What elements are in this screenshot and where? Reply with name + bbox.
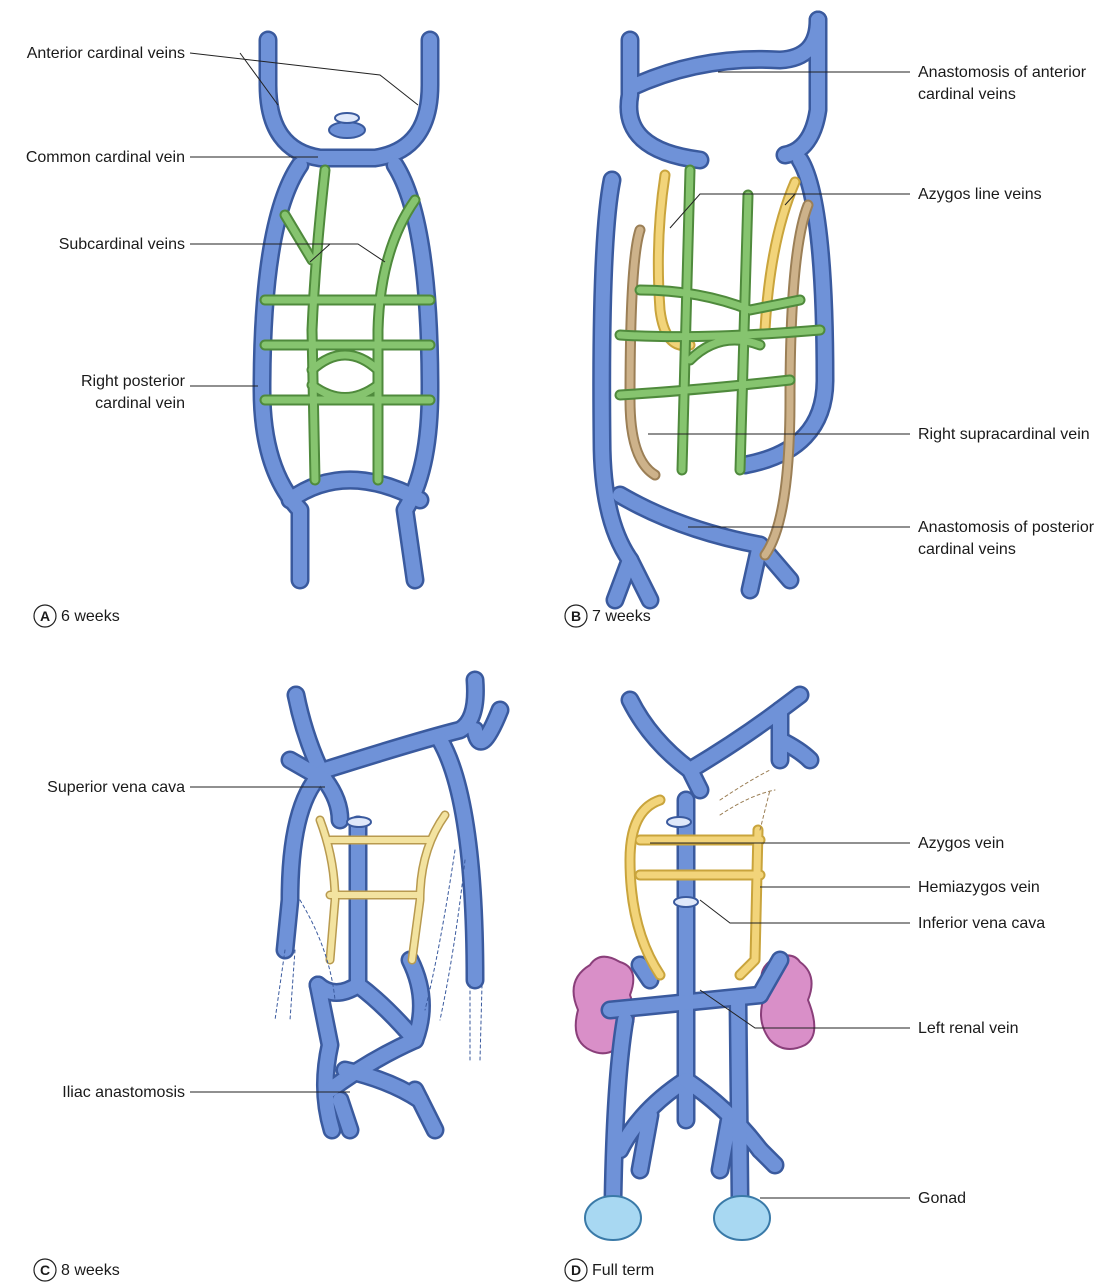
panel-a-caption: A 6 weeks	[34, 605, 120, 627]
panel-d-caption: D Full term	[565, 1259, 654, 1281]
label-azygos-vein: Azygos vein	[918, 835, 1004, 852]
panel-c-veins	[275, 680, 500, 1130]
panel-b-veins	[602, 20, 825, 600]
panel-d-badge: D	[571, 1262, 581, 1278]
panel-b-caption-text: 7 weeks	[592, 608, 651, 625]
label-right-posterior-cardinal-2: cardinal vein	[95, 395, 185, 412]
label-gonad: Gonad	[918, 1190, 966, 1207]
label-anastomosis-anterior-2: cardinal veins	[918, 86, 1016, 103]
panel-a-caption-text: 6 weeks	[61, 608, 120, 625]
label-anastomosis-posterior-2: cardinal veins	[918, 541, 1016, 558]
label-azygos-line-veins: Azygos line veins	[918, 186, 1042, 203]
label-right-supracardinal-vein: Right supracardinal vein	[918, 426, 1090, 443]
label-subcardinal-veins: Subcardinal veins	[59, 236, 185, 253]
panel-d: Azygos vein Hemiazygos vein Inferior ven…	[565, 695, 1045, 1281]
panel-a: Anterior cardinal veins Common cardinal …	[26, 40, 430, 627]
panel-a-badge: A	[40, 608, 50, 624]
panel-a-leaders	[190, 53, 418, 386]
label-anterior-cardinal-veins: Anterior cardinal veins	[27, 45, 185, 62]
panel-c-caption: C 8 weeks	[34, 1259, 120, 1281]
label-hemiazygos-vein: Hemiazygos vein	[918, 879, 1040, 896]
panel-b-caption: B 7 weeks	[565, 605, 651, 627]
panel-c-caption-text: 8 weeks	[61, 1262, 120, 1279]
label-iliac-anastomosis: Iliac anastomosis	[62, 1084, 185, 1101]
panel-a-veins	[262, 40, 430, 580]
label-inferior-vena-cava: Inferior vena cava	[918, 915, 1045, 932]
left-gonad	[714, 1196, 770, 1240]
label-left-renal-vein: Left renal vein	[918, 1020, 1019, 1037]
right-gonad	[585, 1196, 641, 1240]
label-anastomosis-posterior-1: Anastomosis of posterior	[918, 519, 1095, 536]
label-anastomosis-anterior-1: Anastomosis of anterior	[918, 64, 1087, 81]
panel-d-caption-text: Full term	[592, 1262, 654, 1279]
label-right-posterior-cardinal-1: Right posterior	[81, 373, 186, 390]
panel-b-badge: B	[571, 608, 581, 624]
label-superior-vena-cava: Superior vena cava	[47, 779, 185, 796]
panel-b: Anastomosis of anterior cardinal veins A…	[565, 20, 1095, 627]
panel-c-badge: C	[40, 1262, 50, 1278]
label-common-cardinal-vein: Common cardinal vein	[26, 149, 185, 166]
panel-c: Superior vena cava Iliac anastomosis C 8…	[34, 680, 500, 1281]
panel-d-veins	[574, 695, 815, 1240]
